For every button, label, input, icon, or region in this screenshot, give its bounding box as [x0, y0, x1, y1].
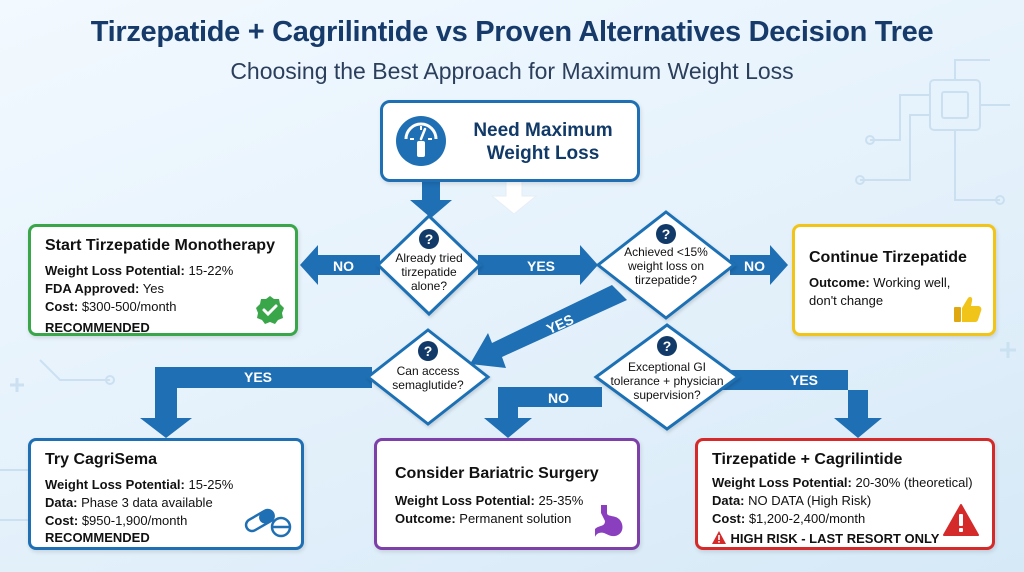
arrow-d1-no [300, 245, 380, 285]
warning-triangle-icon [943, 504, 979, 536]
combo-title: Tirzepatide + Cagrilintide [712, 451, 903, 468]
arrow-start-to-d2 [490, 179, 538, 215]
arrow-d3-yes [140, 367, 372, 438]
outcome-continue: Continue Tirzepatide Outcome: Working we… [792, 224, 996, 336]
label-d4-no: NO [548, 390, 569, 406]
cagrisema-title: Try CagriSema [45, 451, 158, 468]
decision-diamond-d2 [595, 210, 737, 320]
question-icon: ? [419, 229, 439, 249]
question-icon: ? [656, 224, 676, 244]
thumbs-up-icon [954, 297, 982, 322]
arrow-d2-yes [470, 285, 627, 368]
outcome-combo: Tirzepatide + Cagrilintide Weight Loss P… [695, 438, 995, 550]
label-d1-yes: YES [527, 258, 556, 274]
start-label-line2: Weight Loss [486, 143, 600, 164]
label-d4-yes: YES [790, 372, 819, 388]
recommended-tag: RECOMMENDED [45, 530, 150, 545]
continue-title: Continue Tirzepatide [809, 249, 967, 266]
outcome-monotherapy: Start Tirzepatide Monotherapy Weight Los… [28, 224, 298, 336]
label-d2-no: NO [744, 258, 765, 274]
question-icon: ? [657, 336, 677, 356]
recommended-tag: RECOMMENDED [45, 320, 150, 335]
high-risk-tag: HIGH RISK - LAST RESORT ONLY [730, 531, 940, 546]
arrow-d4-no [484, 387, 602, 438]
small-warning-icon [712, 531, 726, 544]
outcome-bariatric: Consider Bariatric Surgery Weight Loss P… [374, 438, 640, 550]
bariatric-title: Consider Bariatric Surgery [395, 465, 599, 482]
pills-icon [244, 508, 292, 538]
monotherapy-title: Start Tirzepatide Monotherapy [45, 237, 275, 254]
label-d1-no: NO [333, 258, 354, 274]
outcome-cagrisema: Try CagriSema Weight Loss Potential: 15-… [28, 438, 304, 550]
arrow-start-to-d1 [410, 180, 452, 218]
stomach-icon [595, 505, 623, 537]
scale-gauge-icon [396, 116, 446, 166]
label-d3-yes: YES [244, 369, 273, 385]
decision-diamond-d4 [593, 323, 741, 431]
page-title: Tirzepatide + Cagrilintide vs Proven Alt… [90, 16, 934, 48]
arrow-d1-yes [478, 245, 598, 285]
question-icon: ? [418, 341, 438, 361]
decision-diamond-d3 [365, 328, 491, 426]
checkmark-badge-icon [256, 296, 284, 324]
start-label-line1: Need Maximum [473, 120, 613, 141]
page-subtitle: Choosing the Best Approach for Maximum W… [230, 58, 794, 84]
arrow-d4-yes [712, 370, 882, 438]
decision-diamond-d1 [375, 213, 483, 317]
arrow-d2-no [730, 245, 788, 285]
start-node: Need Maximum Weight Loss [380, 100, 640, 182]
